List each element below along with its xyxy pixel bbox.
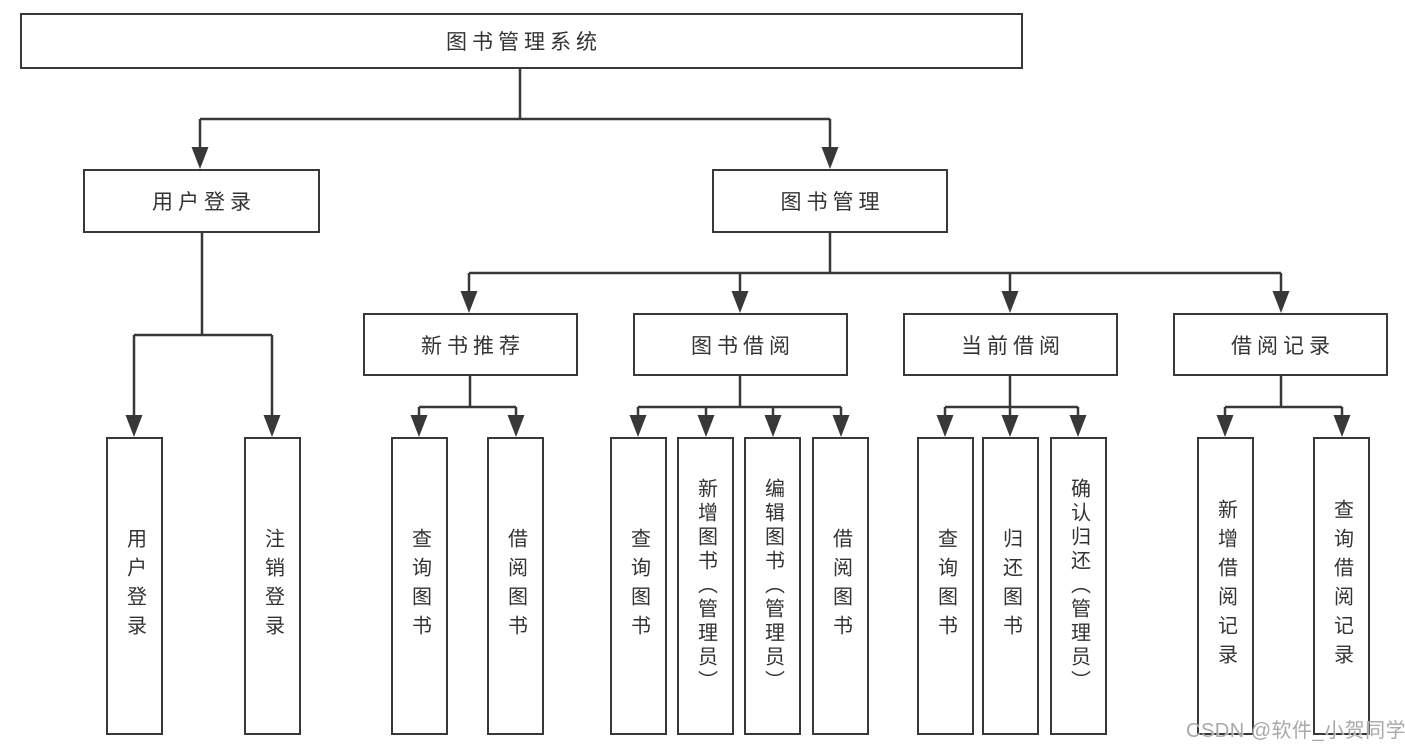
node-new-book-recommend: 新书推荐 [363, 313, 578, 376]
leaf-newbook-borrow-book: 借阅图书 [487, 437, 544, 735]
node-borrow-record: 借阅记录 [1173, 313, 1388, 376]
leaf-add-book-admin: 新增图书（管理员） [677, 437, 734, 735]
leaf-add-borrow-record: 新增借阅记录 [1197, 437, 1254, 735]
leaf-return-book: 归还图书 [982, 437, 1039, 735]
leaf-logout: 注销登录 [244, 437, 301, 735]
node-user-login: 用户登录 [83, 169, 320, 233]
leaf-current-query-book: 查询图书 [917, 437, 974, 735]
leaf-borrow-query-book: 查询图书 [610, 437, 667, 735]
leaf-edit-book-admin: 编辑图书（管理员） [744, 437, 801, 735]
node-book-management: 图书管理 [712, 169, 948, 233]
leaf-borrow-book: 借阅图书 [812, 437, 869, 735]
leaf-user-login: 用户登录 [106, 437, 163, 735]
node-book-borrow: 图书借阅 [633, 313, 848, 376]
node-current-borrow: 当前借阅 [903, 313, 1118, 376]
leaf-query-borrow-record: 查询借阅记录 [1313, 437, 1370, 735]
leaf-confirm-return-admin: 确认归还（管理员） [1050, 437, 1107, 735]
leaf-newbook-query-book: 查询图书 [391, 437, 448, 735]
csdn-watermark: CSDN @软件_小贺同学 [1186, 720, 1405, 742]
node-library-management-system: 图书管理系统 [20, 13, 1023, 69]
